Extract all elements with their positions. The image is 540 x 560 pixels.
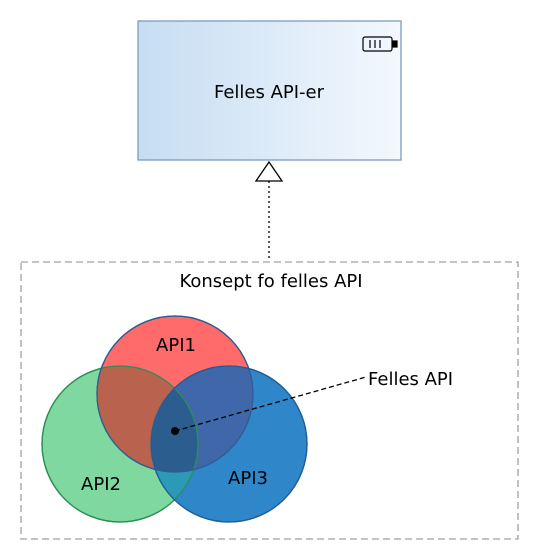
api3-outline [150,365,308,523]
felles-api-pointer-dot [171,427,179,435]
realization-arrowhead-icon [254,160,284,182]
realization-connector[interactable] [254,160,284,260]
felles-api-er-node[interactable]: Felles API-er [137,20,402,161]
api2-outline [41,365,199,523]
concept-group[interactable]: Konsept fo felles API [20,261,519,540]
api1-api3-overlap [151,366,253,472]
felles-api-pointer-line [174,376,367,432]
api1-label: API1 [156,335,196,356]
venn-diagram: API1 API2 API3 Felles API [41,315,453,523]
felles-api-er-label: Felles API-er [214,82,325,103]
api2-label: API2 [81,474,121,495]
concept-group-border [20,261,519,540]
api1-outline [96,315,254,473]
api3-label: API3 [228,468,268,489]
interface-component-icon [362,36,398,52]
felles-api-er-box [137,20,402,161]
felles-api-pointer-label: Felles API [368,369,453,390]
api1-api2-overlap [97,366,198,472]
concept-group-label: Konsept fo felles API [179,271,362,292]
